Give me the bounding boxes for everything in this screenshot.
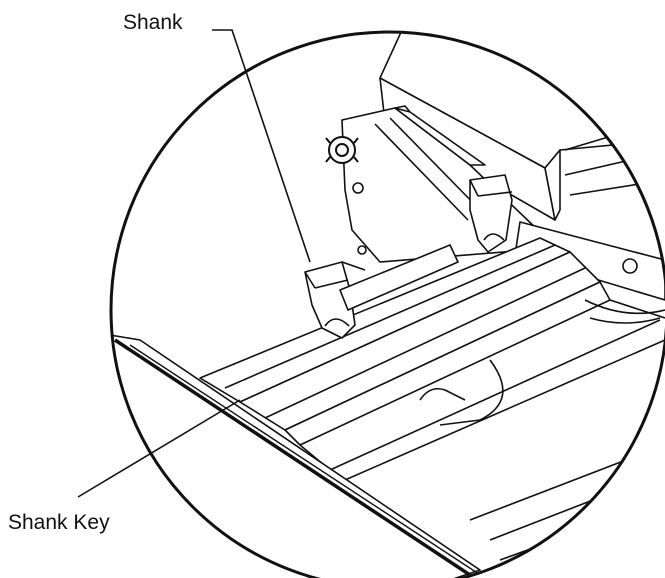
shank-key-leader-line	[77, 399, 241, 498]
rail-assembly	[199, 237, 665, 471]
shank-leader-line	[212, 29, 311, 263]
thumb-knob-icon	[325, 136, 359, 164]
shank-key-label: Shank Key	[8, 511, 110, 534]
magnifier-circle	[109, 30, 665, 578]
lower-shank	[304, 244, 459, 339]
upper-shank	[469, 174, 513, 253]
side-bar	[514, 221, 665, 301]
shank-label: Shank	[123, 11, 183, 34]
